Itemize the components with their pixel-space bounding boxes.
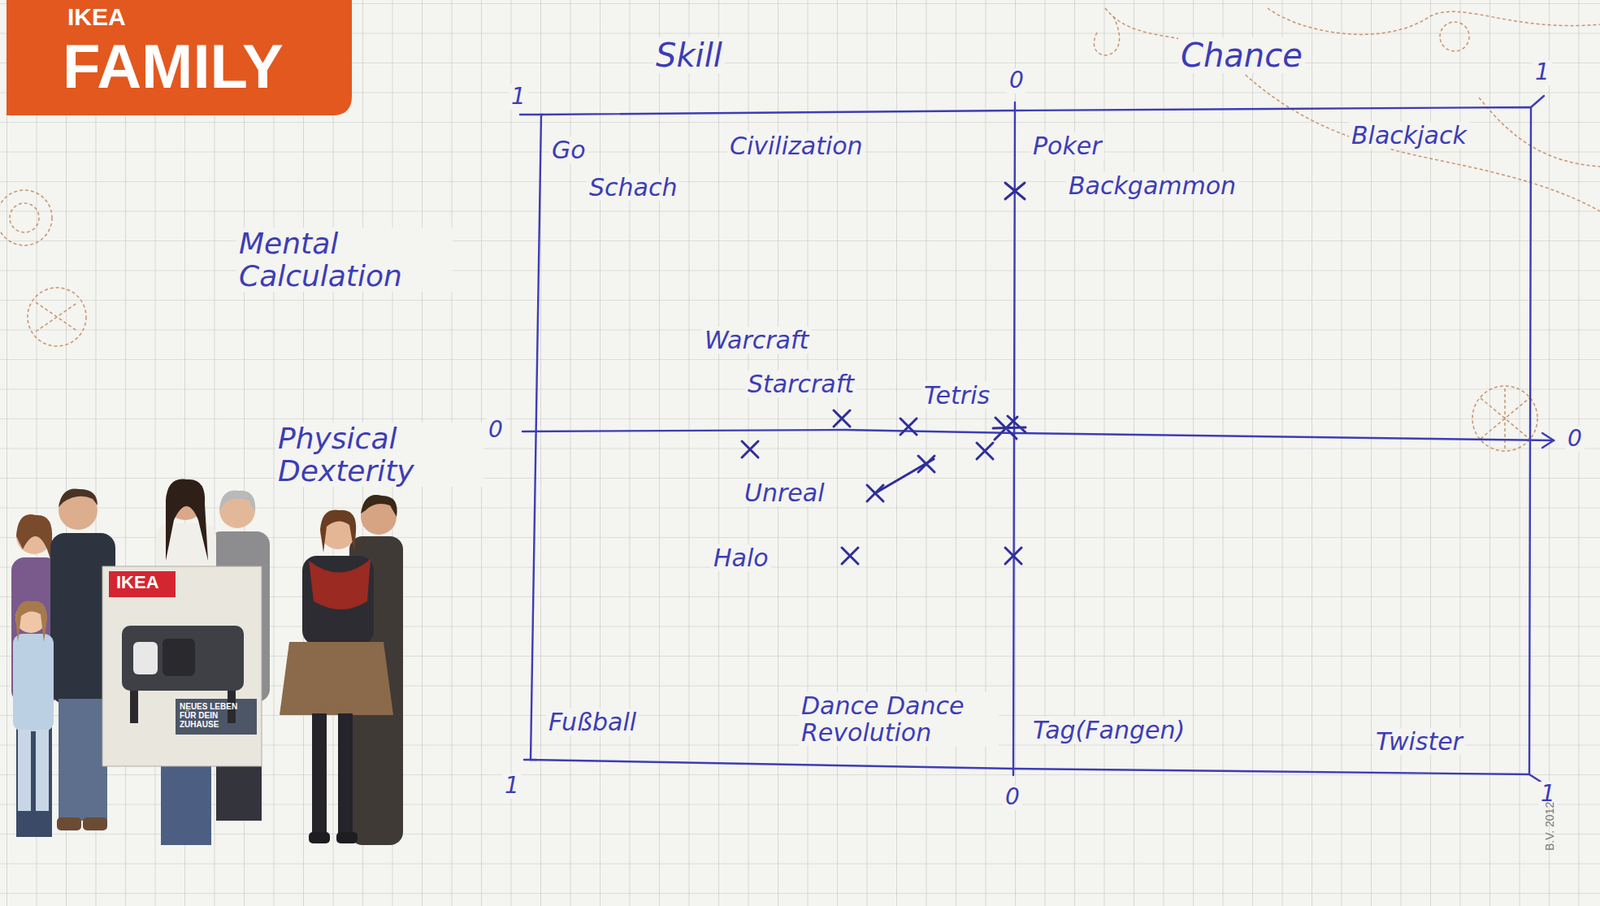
game-label: Schach <box>586 173 680 201</box>
doodle <box>1093 16 1119 56</box>
family-photo <box>13 633 54 732</box>
doodle <box>1267 8 1600 35</box>
family-photo <box>82 817 108 831</box>
game-mark <box>841 547 859 564</box>
game-label: Halo <box>711 544 772 572</box>
axis-value: 0 <box>485 417 506 443</box>
game-mark <box>833 410 850 427</box>
doodle <box>0 190 53 246</box>
family-photo <box>58 698 108 821</box>
family-photo <box>308 559 371 610</box>
game-mark <box>1005 182 1025 200</box>
family-photo <box>58 488 98 508</box>
game-mark <box>900 418 917 435</box>
game-label: Starcraft <box>745 370 857 398</box>
axis-value: 0 <box>1565 426 1585 452</box>
family-photo <box>336 832 358 844</box>
quadrant-frame <box>520 95 1544 782</box>
family-photo <box>16 514 54 569</box>
game-mark <box>741 182 1026 564</box>
axis-value: 1 <box>1532 60 1553 86</box>
axis-value: 1 <box>502 773 522 799</box>
quadrant-frame <box>1013 102 1015 776</box>
game-label: Blackjack <box>1348 121 1470 149</box>
axis-value: 1 <box>508 84 529 110</box>
family-photo <box>130 690 139 724</box>
family-photo <box>308 832 330 844</box>
axis-value: 0 <box>1006 68 1027 94</box>
axis-title: Mental Calculation <box>236 227 453 292</box>
doodle <box>0 8 1600 451</box>
copyright-note: B.V. 2012 <box>1543 799 1557 854</box>
logo-text: IKEA <box>65 3 129 31</box>
game-label: Fußball <box>546 708 639 736</box>
family-photo <box>108 571 176 598</box>
game-label: Backgammon <box>1066 172 1239 200</box>
game-mark <box>1005 547 1022 564</box>
game-label: Unreal <box>741 479 827 507</box>
game-label: Poker <box>1030 132 1105 160</box>
family-photo <box>35 729 49 811</box>
doodle <box>9 203 40 233</box>
catalog-title: IKEA <box>113 572 162 593</box>
game-label: Twister <box>1373 728 1466 755</box>
family-photo <box>338 713 353 836</box>
game-label: Go <box>549 136 589 164</box>
catalog-text: NEUES LEBEN FÜR DEIN ZUHAUSE <box>177 702 259 729</box>
doodle <box>27 287 87 347</box>
family-photo <box>56 817 82 831</box>
game-mark <box>741 441 759 458</box>
game-label: Dance Dance Revolution <box>798 692 999 746</box>
quadrant-frame <box>520 95 1554 782</box>
quadrant-frame <box>522 429 1554 441</box>
axis-title: Physical Dexterity <box>275 422 484 487</box>
family-photo <box>11 479 404 846</box>
game-label: Tetris <box>921 381 993 409</box>
family-photo <box>102 566 262 767</box>
game-mark <box>976 442 993 460</box>
family-photo <box>312 713 327 836</box>
game-mark <box>875 459 934 494</box>
family-photo <box>360 494 398 517</box>
family-photo <box>121 625 244 691</box>
logo-text: FAMILY <box>60 32 287 101</box>
game-mark <box>992 416 1026 440</box>
family-photo <box>279 641 394 716</box>
quadrant-frame <box>530 107 1531 775</box>
logo-panel <box>6 0 352 116</box>
family-photo <box>165 479 209 561</box>
family-photo <box>15 600 48 642</box>
game-label: Civilization <box>727 132 866 160</box>
doodle <box>1472 385 1538 451</box>
family-photo <box>320 510 356 554</box>
quadrant-frame <box>1542 433 1554 448</box>
family-photo <box>162 638 196 677</box>
family-photo <box>219 490 256 513</box>
doodle <box>1439 21 1470 52</box>
game-label: Warcraft <box>702 326 811 354</box>
family-photo <box>302 555 374 646</box>
axis-value: 0 <box>1002 784 1023 811</box>
axis-title: Chance <box>1178 37 1306 74</box>
family-photo <box>133 641 158 675</box>
doodle <box>35 302 79 332</box>
game-label: Tag(Fangen) <box>1030 716 1188 744</box>
axis-title: Skill <box>653 37 725 74</box>
family-photo <box>17 729 31 811</box>
